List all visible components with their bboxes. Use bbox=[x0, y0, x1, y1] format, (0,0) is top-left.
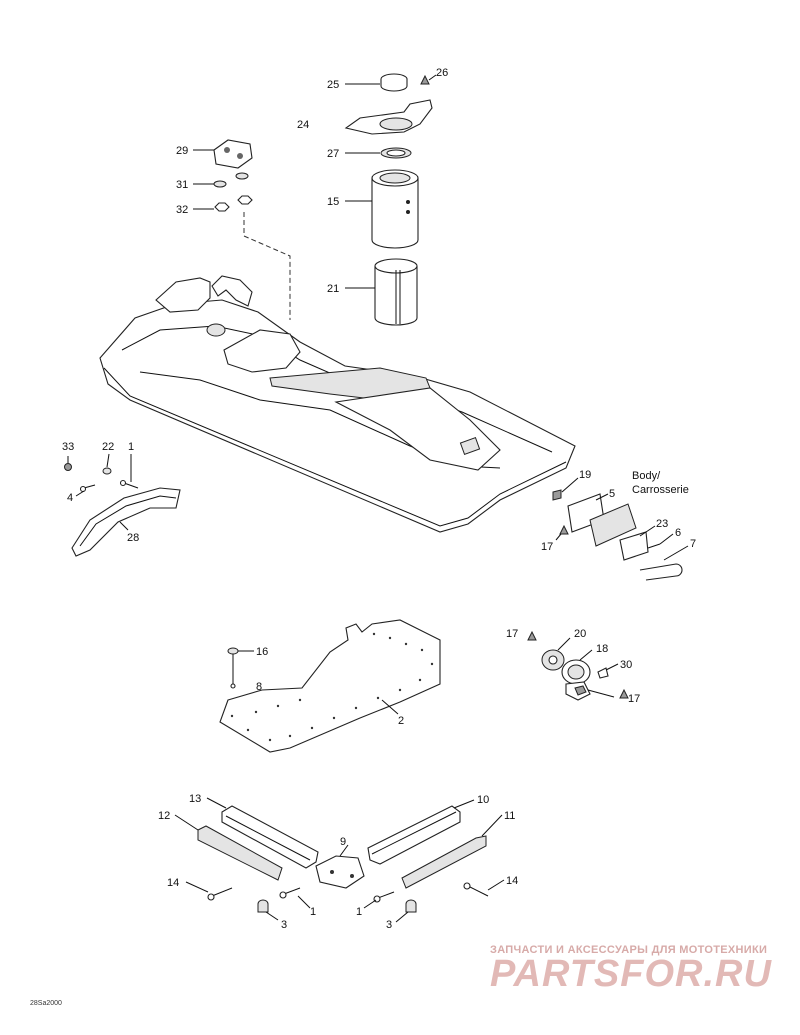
cover-plate-assembly bbox=[219, 619, 441, 753]
callout-4: 4 bbox=[67, 492, 73, 504]
callout-15: 15 bbox=[327, 196, 339, 208]
callout-6: 6 bbox=[675, 527, 681, 539]
watermark-tagline: ЗАПЧАСТИ И АКСЕССУАРЫ ДЛЯ МОТОТЕХНИКИ bbox=[490, 944, 767, 956]
callout-33: 33 bbox=[62, 441, 74, 453]
callout-20: 20 bbox=[574, 628, 586, 640]
callout-23: 23 bbox=[656, 518, 668, 530]
rear-bracket-assembly bbox=[552, 489, 683, 581]
callout-22: 22 bbox=[102, 441, 114, 453]
callout-3-left: 3 bbox=[281, 919, 287, 931]
storage-bin-assembly bbox=[344, 73, 433, 326]
sponson-assembly bbox=[197, 805, 489, 913]
callout-25: 25 bbox=[327, 79, 339, 91]
watercraft-body bbox=[99, 275, 576, 533]
leader-lines bbox=[67, 74, 689, 923]
callout-7: 7 bbox=[690, 538, 696, 550]
callout-21: 21 bbox=[327, 283, 339, 295]
body-label-line2: Carrosserie bbox=[632, 484, 689, 496]
callout-14-right: 14 bbox=[506, 875, 518, 887]
callout-26: 26 bbox=[436, 67, 448, 79]
callout-18: 18 bbox=[596, 643, 608, 655]
callout-19: 19 bbox=[579, 469, 591, 481]
callout-1-bottom-left: 1 bbox=[310, 906, 316, 918]
watermark-logo: PARTSFOR.RU bbox=[490, 953, 772, 995]
body-label-line1: Body/ bbox=[632, 470, 661, 482]
callout-17-filler-top: 17 bbox=[506, 628, 518, 640]
callout-17-filler-bottom: 17 bbox=[628, 693, 640, 705]
callout-8: 8 bbox=[256, 681, 262, 693]
callout-24: 24 bbox=[297, 119, 309, 131]
callout-1-left: 1 bbox=[128, 441, 134, 453]
callout-3-right: 3 bbox=[386, 919, 392, 931]
callout-27: 27 bbox=[327, 148, 339, 160]
rub-rail-assembly bbox=[64, 463, 181, 557]
callout-28: 28 bbox=[127, 532, 139, 544]
callout-12: 12 bbox=[158, 810, 170, 822]
callout-labels: 25 26 24 27 15 21 29 31 32 33 22 1 4 28 … bbox=[62, 67, 696, 931]
callout-5: 5 bbox=[609, 488, 615, 500]
callout-2: 2 bbox=[398, 715, 404, 727]
callout-32: 32 bbox=[176, 204, 188, 216]
callout-11: 11 bbox=[504, 810, 515, 822]
callout-9: 9 bbox=[340, 836, 346, 848]
callout-16: 16 bbox=[256, 646, 268, 658]
mount-pad-assembly bbox=[213, 139, 291, 320]
callout-1-bottom-right: 1 bbox=[356, 906, 362, 918]
callout-31: 31 bbox=[176, 179, 188, 191]
callout-13: 13 bbox=[189, 793, 201, 805]
callout-29: 29 bbox=[176, 145, 188, 157]
callout-10: 10 bbox=[477, 794, 489, 806]
drawing-code: 28Sa2000 bbox=[30, 1000, 62, 1007]
callout-14-left: 14 bbox=[167, 877, 179, 889]
filler-cap-assembly bbox=[527, 630, 629, 701]
callout-17-bracket: 17 bbox=[541, 541, 553, 553]
callout-30: 30 bbox=[620, 659, 632, 671]
